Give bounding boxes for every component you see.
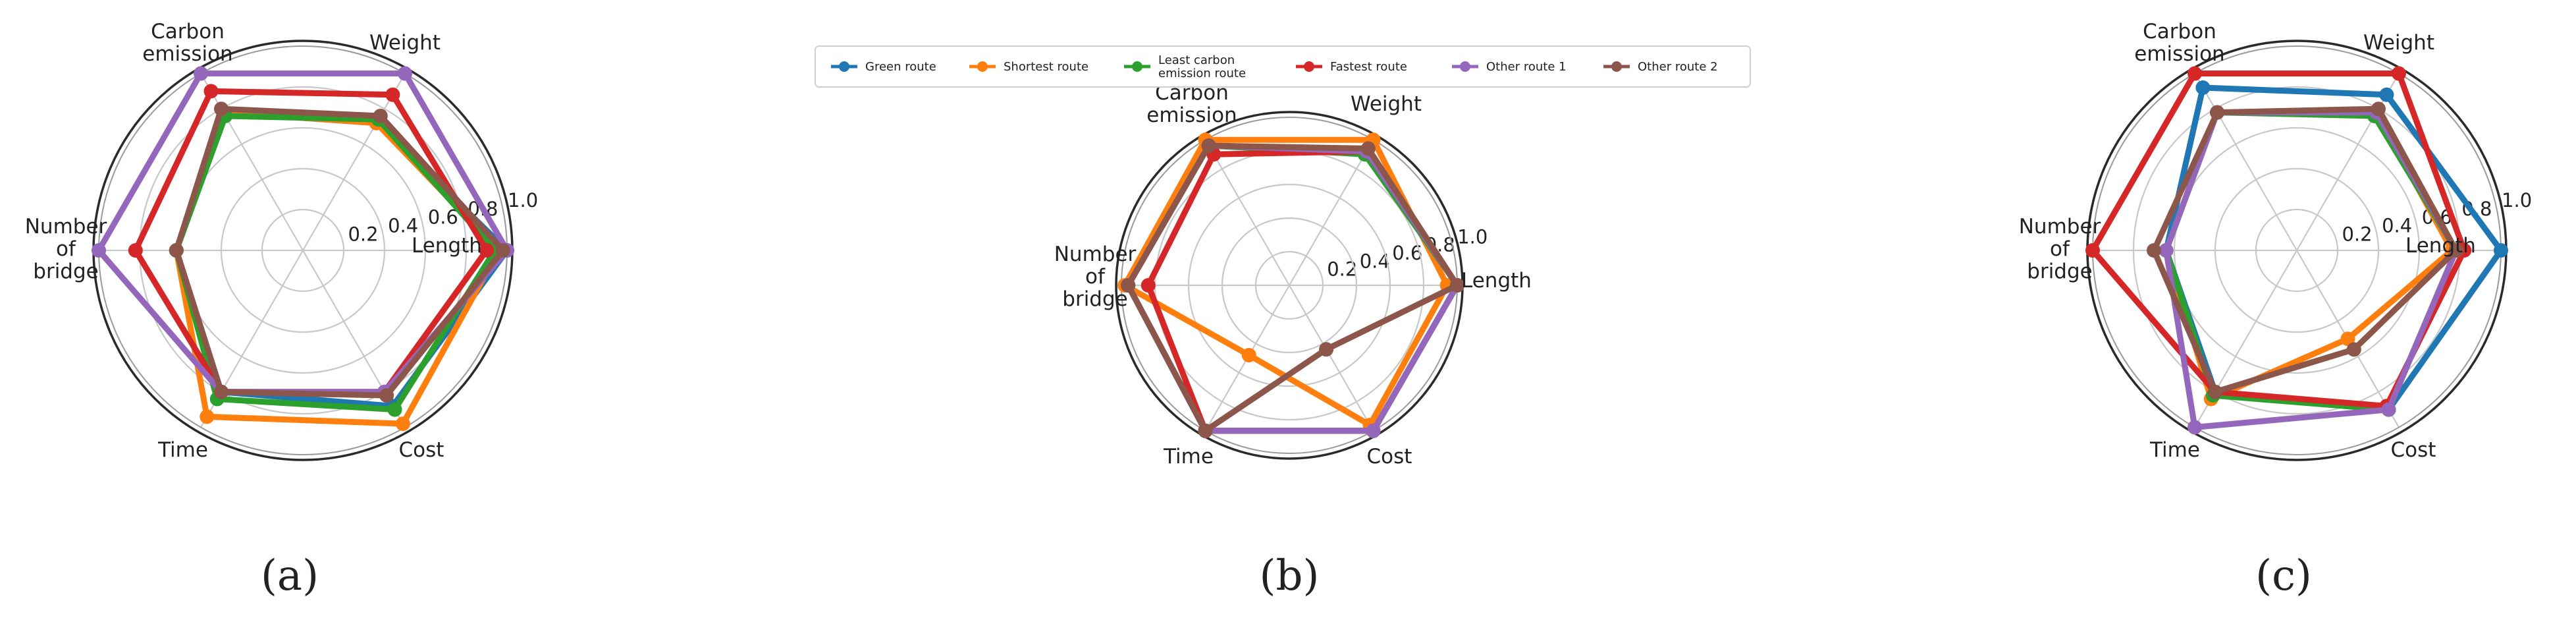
category-label-length: Length	[1461, 269, 1532, 293]
category-label-weight: Weight	[369, 31, 441, 55]
legend-label-other-route-1: Other route 1	[1486, 60, 1567, 74]
data-point-shortest-route	[200, 409, 215, 424]
legend-marker-fastest-route	[1304, 61, 1314, 72]
category-label-weight: Weight	[2363, 31, 2434, 55]
data-point-other-route-1	[92, 243, 106, 258]
grid-spoke	[1289, 139, 1374, 286]
legend-marker-least-carbon-emission-route	[1132, 61, 1142, 72]
data-point-fastest-route	[128, 243, 143, 258]
data-point-other-route-2	[379, 388, 394, 403]
series-line-shortest-route	[173, 109, 502, 427]
radial-tick-label: 1.0	[1457, 225, 1488, 248]
radial-tick-label: 0.2	[348, 223, 378, 245]
data-point-other-route-2	[1450, 278, 1464, 293]
data-point-shortest-route	[1241, 348, 1256, 363]
data-point-other-route-2	[2371, 101, 2386, 117]
radial-tick-label: 0.4	[2382, 215, 2412, 237]
data-point-green-route	[2494, 243, 2508, 258]
legend-marker-green-route	[839, 61, 849, 72]
data-point-other-route-2	[1198, 423, 1213, 438]
legend-marker-shortest-route	[977, 61, 988, 72]
data-point-fastest-route	[2392, 66, 2406, 81]
series-line-least-carbon-emission-route	[173, 113, 498, 413]
data-point-other-route-2	[495, 243, 510, 258]
data-point-other-route-1	[398, 66, 412, 81]
category-label-time: Time	[1163, 445, 1214, 468]
data-point-green-route	[2379, 87, 2394, 102]
category-label-weight: Weight	[1351, 92, 1422, 116]
category-label-length: Length	[2405, 234, 2476, 258]
grid-spoke	[1204, 139, 1290, 286]
panel-label-b: (b)	[1260, 552, 1320, 600]
legend-label-fastest-route: Fastest route	[1330, 60, 1407, 74]
grid-spoke	[200, 72, 304, 251]
category-label-cost: Cost	[399, 438, 444, 462]
data-point-green-route	[2195, 80, 2211, 96]
data-point-other-route-2	[1360, 141, 1376, 156]
data-point-other-route-1	[2159, 243, 2174, 258]
panel-label-a: (a)	[261, 552, 319, 600]
data-point-other-route-2	[1201, 138, 1216, 153]
data-point-other-route-2	[373, 108, 388, 123]
data-point-fastest-route	[479, 243, 494, 258]
data-point-other-route-2	[2147, 243, 2161, 258]
data-point-other-route-2	[2346, 342, 2361, 357]
data-point-other-route-2	[2208, 384, 2222, 399]
grid-spoke	[1289, 285, 1374, 432]
data-point-other-route-2	[214, 384, 228, 399]
data-point-other-route-1	[2381, 402, 2396, 417]
legend-label-green-route: Green route	[865, 60, 936, 74]
data-point-shortest-route	[2340, 331, 2355, 347]
radial-tick-label: 1.0	[2502, 189, 2532, 212]
series-line-green-route	[173, 109, 510, 409]
data-point-other-route-2	[2448, 243, 2463, 258]
legend-label-shortest-route: Shortest route	[1004, 60, 1088, 74]
radial-tick-label: 0.6	[428, 206, 458, 229]
data-point-other-route-2	[2210, 105, 2225, 120]
legend-marker-other-route-2	[1611, 61, 1622, 72]
radial-tick-label: 1.0	[508, 189, 538, 212]
category-label-length: Length	[412, 234, 482, 258]
category-label-cost: Cost	[2391, 438, 2436, 462]
grid-spoke	[302, 72, 406, 251]
category-label-time: Time	[2149, 438, 2200, 462]
data-point-fastest-route	[1140, 278, 1156, 293]
data-point-other-route-1	[1366, 423, 1381, 438]
grid-spoke	[2194, 72, 2297, 251]
data-point-other-route-2	[214, 101, 228, 117]
data-point-other-route-2	[169, 243, 184, 258]
panel-label-c: (c)	[2255, 552, 2312, 600]
data-point-other-route-2	[1121, 278, 1136, 293]
data-point-other-route-1	[2187, 420, 2202, 435]
category-label-cost: Cost	[1367, 445, 1412, 468]
radial-tick-label: 0.2	[2342, 223, 2372, 245]
data-point-fastest-route	[203, 84, 219, 99]
data-point-least-carbon-emission-route	[387, 402, 402, 417]
data-point-shortest-route	[395, 416, 410, 432]
legend-marker-other-route-1	[1460, 61, 1470, 72]
radial-tick-label: 0.4	[388, 215, 418, 237]
legend-label-other-route-2: Other route 2	[1638, 60, 1718, 74]
data-point-other-route-1	[194, 66, 208, 81]
data-point-fastest-route	[2085, 243, 2100, 258]
legend-frame	[815, 45, 1751, 88]
data-point-fastest-route	[2187, 66, 2202, 81]
data-point-other-route-2	[1319, 342, 1334, 357]
data-point-fastest-route	[385, 87, 400, 102]
category-label-time: Time	[157, 438, 208, 462]
